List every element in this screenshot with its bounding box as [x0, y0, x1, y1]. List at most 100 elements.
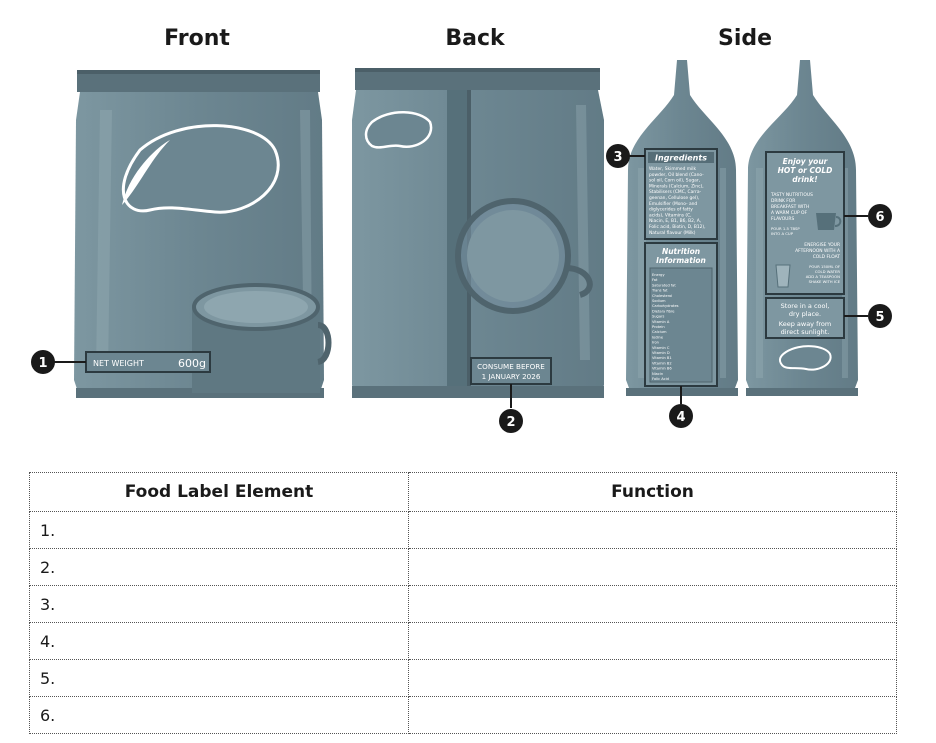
nutrition-row: Sugars: [652, 315, 665, 319]
splash-logo-small-icon: [364, 111, 433, 149]
consume-before-box: [470, 357, 552, 385]
table-row: 3.: [29, 585, 897, 623]
function-cell[interactable]: [408, 548, 897, 586]
back-heading: Back: [445, 26, 505, 51]
mug-icon: [192, 283, 332, 393]
nutrition-row: Vitamin C: [652, 346, 670, 350]
hot-drink-line: FLAVOURS: [771, 216, 794, 222]
hot-drink-line: DRINK FOR: [771, 198, 795, 204]
nutrition-row: Carbohydrates: [652, 304, 679, 308]
consume-before-line1: CONSUME BEFORE: [477, 362, 545, 371]
function-cell[interactable]: [408, 622, 897, 660]
ingredients-line: powder, Oil blend (Cano-: [649, 172, 704, 178]
ingredients-line: acids), Vitamins (C,: [649, 212, 692, 218]
table-header-row: Food Label Element Function: [29, 472, 897, 512]
marker-4-label: 4: [676, 410, 685, 425]
marker-4: [669, 404, 693, 428]
cold-drink-line: COLD FLOAT: [813, 254, 841, 260]
marker-1: [31, 350, 55, 374]
function-cell[interactable]: [408, 585, 897, 623]
ingredients-line: Natural flavour (Milk): [649, 230, 696, 236]
cold-drink-note: ADD A TEASPOON: [806, 274, 840, 279]
row-number: 5.: [29, 659, 409, 697]
storage-line1: Store in a cool,: [781, 302, 830, 310]
consume-before-line2: 1 JANUARY 2026: [482, 372, 541, 381]
ingredients-line: Emulsifier (Mono- and: [649, 201, 697, 207]
marker-3-label: 3: [613, 150, 622, 165]
storage-line3: Keep away from: [779, 320, 831, 328]
nutrition-row: Saturated fat: [652, 283, 676, 287]
nutrition-row: Niacin: [652, 372, 663, 376]
hot-drink-note: POUR 1.5 TBSP: [771, 226, 800, 231]
nutrition-row: Vitamin B2: [652, 361, 672, 365]
nutrition-row: Protein: [652, 325, 665, 329]
enjoy-line1: Enjoy your: [783, 157, 829, 166]
marker-6-label: 6: [875, 210, 884, 225]
nutrition-row: Cholesterol: [652, 294, 672, 298]
row-number: 3.: [29, 585, 409, 623]
marker-2-label: 2: [506, 415, 515, 430]
row-number: 1.: [29, 511, 409, 549]
cup-icon: [816, 213, 842, 230]
table-row: 6.: [29, 696, 897, 734]
side-heading: Side: [717, 26, 773, 51]
ingredients-line: Water, Skimmed milk: [649, 166, 696, 172]
nutrition-row: Fat: [652, 278, 658, 282]
ingredients-line: Folic acid, Biotin, D, B12),: [649, 224, 706, 230]
net-weight-value: 600g: [178, 357, 206, 370]
side-bag-right: Enjoy your HOT or COLD drink! TASTY NUTR…: [746, 60, 858, 396]
marker-1-label: 1: [38, 356, 47, 371]
net-weight-label: NET WEIGHT: [93, 359, 144, 368]
function-cell[interactable]: [408, 696, 897, 734]
marker-2: [499, 409, 523, 433]
hot-drink-line: A WARM CUP OF: [771, 210, 808, 216]
nutrition-row: Calcium: [652, 330, 667, 334]
front-heading: Front: [164, 26, 230, 51]
table-row: 4.: [29, 622, 897, 660]
nutrition-row: Vitamin B6: [652, 367, 672, 371]
hot-drink-line: BREAKFAST WITH: [771, 204, 809, 210]
storage-line4: direct sunlight.: [781, 328, 830, 336]
table-row: 1.: [29, 511, 897, 549]
magnifier-icon: [455, 198, 593, 314]
row-number: 2.: [29, 548, 409, 586]
ingredients-title: Ingredients: [655, 154, 707, 163]
ingredients-panel: [644, 148, 718, 240]
nutrition-title-line1: Nutrition: [662, 247, 700, 256]
ingredients-line: Stabilisers (CMC, Carra-: [649, 189, 702, 195]
function-cell[interactable]: [408, 659, 897, 697]
nutrition-row: Folic Acid: [652, 377, 669, 381]
marker-5-label: 5: [875, 310, 884, 325]
nutrition-row: Trans fat: [651, 289, 668, 293]
table-row: 5.: [29, 659, 897, 697]
nutrition-row: Vitamin D: [652, 351, 670, 355]
nutrition-row: Energy: [652, 273, 665, 277]
nutrition-row: Sodium: [652, 299, 666, 303]
nutrition-row: Iron: [652, 341, 659, 345]
cold-drink-line: AFTERNOON WITH A: [795, 248, 840, 254]
header-function: Function: [408, 472, 897, 512]
nutrition-row: Iodine: [652, 335, 664, 339]
nutrition-row: Dietary fibre: [652, 309, 675, 313]
ingredients-line: sol oil, Corn oil), Sugar,: [649, 178, 700, 184]
ingredients-line: geenan, Cellulose gel),: [649, 195, 699, 201]
splash-logo-side-icon: [778, 345, 832, 371]
ingredients-line: Niacin, E, B1, B6, B2, A,: [649, 218, 701, 224]
row-number: 4.: [29, 622, 409, 660]
hot-drink-line: TASTY NUTRITIOUS: [770, 192, 813, 198]
marker-5: [868, 304, 892, 328]
marker-6: [868, 204, 892, 228]
storage-panel: [765, 297, 845, 339]
cold-drink-note: COLD WATER: [815, 269, 840, 274]
cold-drink-note: SHAKE WITH ICE: [809, 279, 841, 284]
ingredients-line: diglycerides of fatty: [649, 207, 693, 213]
cold-drink-note: POUR 150ML OF: [809, 264, 840, 269]
back-bag: CONSUME BEFORE 1 JANUARY 2026: [352, 68, 604, 398]
row-number: 6.: [29, 696, 409, 734]
function-cell[interactable]: [408, 511, 897, 549]
worksheet-table: Food Label Element Function 1. 2. 3. 4. …: [29, 472, 897, 734]
